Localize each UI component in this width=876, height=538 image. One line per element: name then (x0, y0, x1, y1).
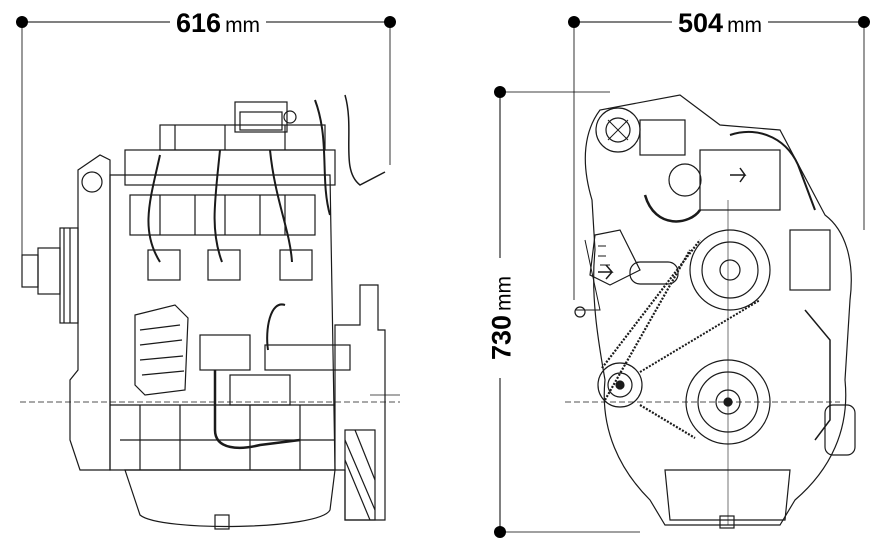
height-value: 730 (486, 314, 517, 361)
height-label: 730mm (482, 258, 522, 378)
front-width-unit: mm (727, 14, 763, 37)
dimension-endpoint-dot (568, 16, 580, 28)
side-width-dimension (21, 21, 391, 255)
side-width-value: 616 (176, 8, 222, 38)
dimension-endpoint-dot (16, 16, 28, 28)
dimension-endpoint-dot (384, 16, 396, 28)
engine-side-view (20, 94, 400, 530)
side-width-unit: mm (225, 14, 261, 37)
height-unit: mm (492, 275, 516, 311)
engine-front-view (565, 94, 856, 529)
dimension-endpoint-dot (494, 86, 506, 98)
dimension-endpoint-dot (494, 526, 506, 538)
front-width-dimension (573, 21, 865, 300)
dimension-endpoint-dot (858, 16, 870, 28)
front-width-value: 504 (678, 8, 724, 38)
